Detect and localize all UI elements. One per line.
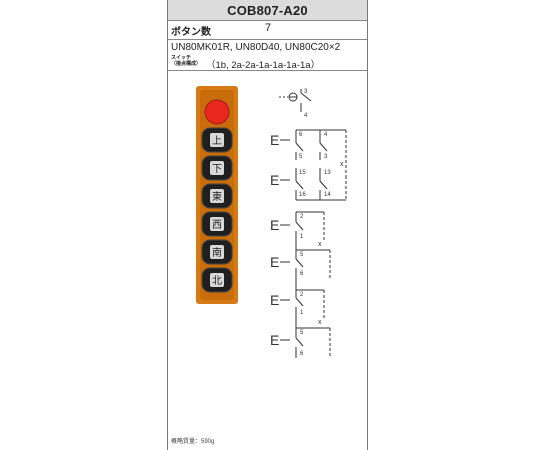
button-glyph: 東 (212, 190, 222, 203)
switch-row: UN80MK01R, UN80D40, UN80C20×2 スイッチ （接点構成… (168, 40, 367, 71)
contact-label: 3 (304, 89, 308, 95)
contact-label: 1 (300, 234, 304, 240)
earth-symbol: E (270, 172, 279, 188)
contact-label: 13 (324, 170, 331, 176)
interlock-mark: x (340, 161, 344, 168)
earth-symbols: E E E E E E (270, 132, 279, 348)
button-glyph: 南 (212, 246, 222, 259)
west-symbol-icon (210, 217, 224, 231)
down-symbol-icon (210, 161, 224, 175)
contact-label: 2 (300, 214, 304, 220)
contact-label: 4 (324, 132, 328, 138)
button-count-label: ボタン数 (171, 27, 211, 38)
power-on-symbol-icon (210, 133, 224, 147)
east-symbol-icon (210, 189, 224, 203)
interlock-mark: x (318, 241, 322, 248)
switch-sub-label: （接点構成） (171, 61, 202, 67)
contact-label: 6 (299, 132, 303, 138)
north-symbol-icon (210, 273, 224, 287)
button-count-row: ボタン数 7 (168, 20, 367, 40)
contact-label: 5 (300, 252, 304, 258)
contact-label: 6 (300, 351, 304, 357)
contact-label: 5 (300, 330, 304, 336)
button-glyph: 西 (212, 220, 222, 231)
contact-label: 15 (299, 170, 306, 176)
contact-label: 5 (299, 154, 303, 160)
contact-label: 1 (300, 310, 304, 316)
earth-symbol: E (270, 132, 279, 148)
switch-models: UN80MK01R, UN80D40, UN80C20×2 (171, 42, 341, 53)
button-glyph: 下 (212, 164, 222, 175)
emergency-stop-button[interactable] (204, 99, 230, 125)
contact-label: 2 (300, 292, 304, 298)
earth-symbol: E (270, 292, 279, 308)
product-spec-card: COB807-A20 ボタン数 7 UN80MK01R, UN80D40, UN… (167, 0, 368, 450)
weight-note: 概略質量：590g (171, 439, 215, 445)
interlock-mark: x (318, 319, 322, 326)
circuit-diagram (279, 89, 347, 358)
contact-label: 3 (324, 154, 328, 160)
earth-symbol: E (270, 254, 279, 270)
interlock-marks: x x x (318, 161, 344, 326)
contact-configuration: （1b, 2a-2a-1a-1a-1a-1a） (206, 60, 321, 71)
contact-label: 14 (324, 192, 331, 198)
earth-symbol: E (270, 217, 279, 233)
button-glyph: 上 (212, 135, 222, 147)
button-glyph: 北 (212, 275, 222, 287)
earth-symbol: E (270, 332, 279, 348)
contact-label: 16 (299, 192, 306, 198)
model-number: COB807-A20 (168, 0, 367, 21)
contact-label: 6 (300, 271, 304, 277)
switch-label: スイッチ (171, 55, 192, 61)
contact-label: 4 (304, 113, 308, 119)
contact-numbers: 3 4 6 4 5 3 15 13 16 14 2 1 5 6 2 1 5 6 (299, 89, 331, 357)
south-symbol-icon (210, 245, 224, 259)
button-count-value: 7 (265, 22, 272, 34)
